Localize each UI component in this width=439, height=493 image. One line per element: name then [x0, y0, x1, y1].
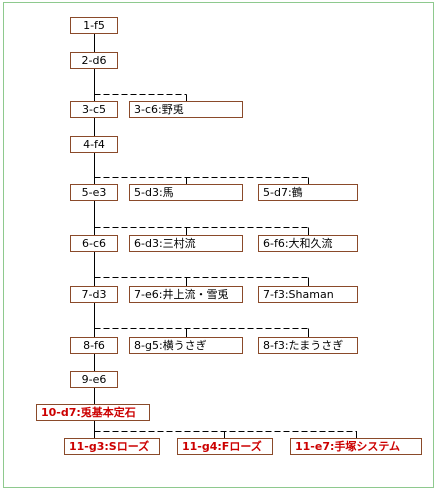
move-node-10-d7[interactable]: 10-d7:兎基本定石	[36, 404, 150, 421]
branch-node-3-c6[interactable]: 3-c6:野兎	[129, 101, 243, 118]
branch-node-7-e6[interactable]: 7-e6:井上流・雪兎	[129, 286, 243, 303]
move-node-9-e6[interactable]: 9-e6	[70, 371, 118, 388]
branch-node-7-f3[interactable]: 7-f3:Shaman	[258, 286, 358, 303]
move-node-5-e3[interactable]: 5-e3	[70, 184, 118, 201]
move-node-2-d6[interactable]: 2-d6	[70, 52, 118, 69]
branch-node-11-g4[interactable]: 11-g4:Fローズ	[177, 438, 273, 455]
move-node-7-d3[interactable]: 7-d3	[70, 286, 118, 303]
branch-node-5-d3[interactable]: 5-d3:馬	[129, 184, 243, 201]
branch-node-8-g5[interactable]: 8-g5:横うさぎ	[129, 337, 243, 354]
branch-node-8-f3[interactable]: 8-f3:たまうさぎ	[258, 337, 358, 354]
move-node-8-f6[interactable]: 8-f6	[70, 337, 118, 354]
branch-node-5-d7[interactable]: 5-d7:鶴	[258, 184, 358, 201]
move-node-3-c5[interactable]: 3-c5	[70, 101, 118, 118]
branch-node-11-g3[interactable]: 11-g3:Sローズ	[64, 438, 160, 455]
move-node-4-f4[interactable]: 4-f4	[70, 136, 118, 153]
move-node-6-c6[interactable]: 6-c6	[70, 235, 118, 252]
move-node-1-f5[interactable]: 1-f5	[70, 17, 118, 34]
branch-node-6-f6[interactable]: 6-f6:大和久流	[258, 235, 358, 252]
branch-node-11-e7[interactable]: 11-e7:手塚システム	[290, 438, 422, 455]
branch-node-6-d3[interactable]: 6-d3:三村流	[129, 235, 243, 252]
